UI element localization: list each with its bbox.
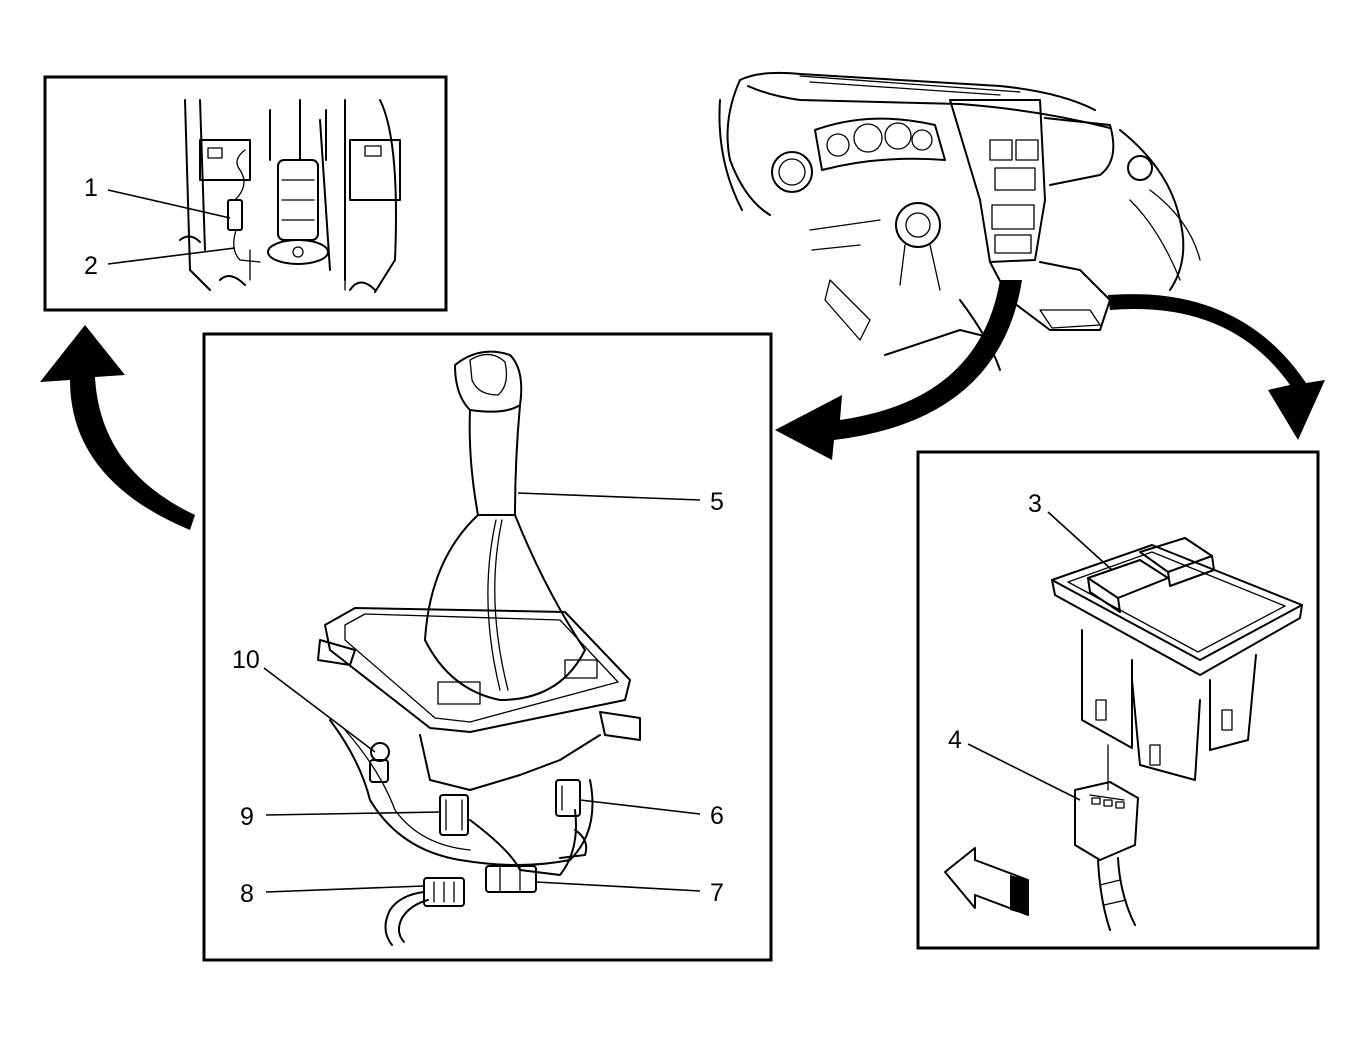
shift-lever-illustration (317, 350, 641, 946)
callout-5: 5 (710, 488, 724, 516)
leader-line-1 (107, 189, 231, 219)
curved-arrow-to-shifter (775, 280, 1022, 460)
leader-line-9 (265, 811, 441, 816)
curved-arrow-to-detail (40, 325, 195, 530)
callout-6: 6 (710, 802, 724, 830)
callout-4: 4 (948, 726, 962, 754)
callout-1: 1 (84, 174, 98, 202)
switch-assembly-illustration (1051, 537, 1303, 931)
leader-line-5 (517, 492, 701, 501)
callout-10: 10 (232, 646, 260, 674)
instrument-panel-overview (718, 71, 1201, 371)
leader-line-4 (967, 743, 1081, 801)
switch-view-frame (916, 450, 1320, 950)
leader-line-6 (579, 799, 701, 815)
callout-2: 2 (84, 252, 98, 280)
leader-line-10 (263, 667, 376, 753)
callout-9: 9 (240, 803, 254, 831)
detail-view-illustration (179, 99, 401, 293)
detail-view-frame (43, 75, 448, 312)
callout-8: 8 (240, 880, 254, 908)
callout-3: 3 (1028, 490, 1042, 518)
leader-line-3 (1047, 511, 1113, 571)
leader-line-2 (107, 247, 236, 265)
curved-arrow-to-switch (1108, 294, 1325, 440)
shifter-view-frame (202, 332, 773, 962)
callout-7: 7 (710, 879, 724, 907)
leader-line-8 (265, 885, 425, 893)
leader-line-7 (535, 881, 701, 892)
